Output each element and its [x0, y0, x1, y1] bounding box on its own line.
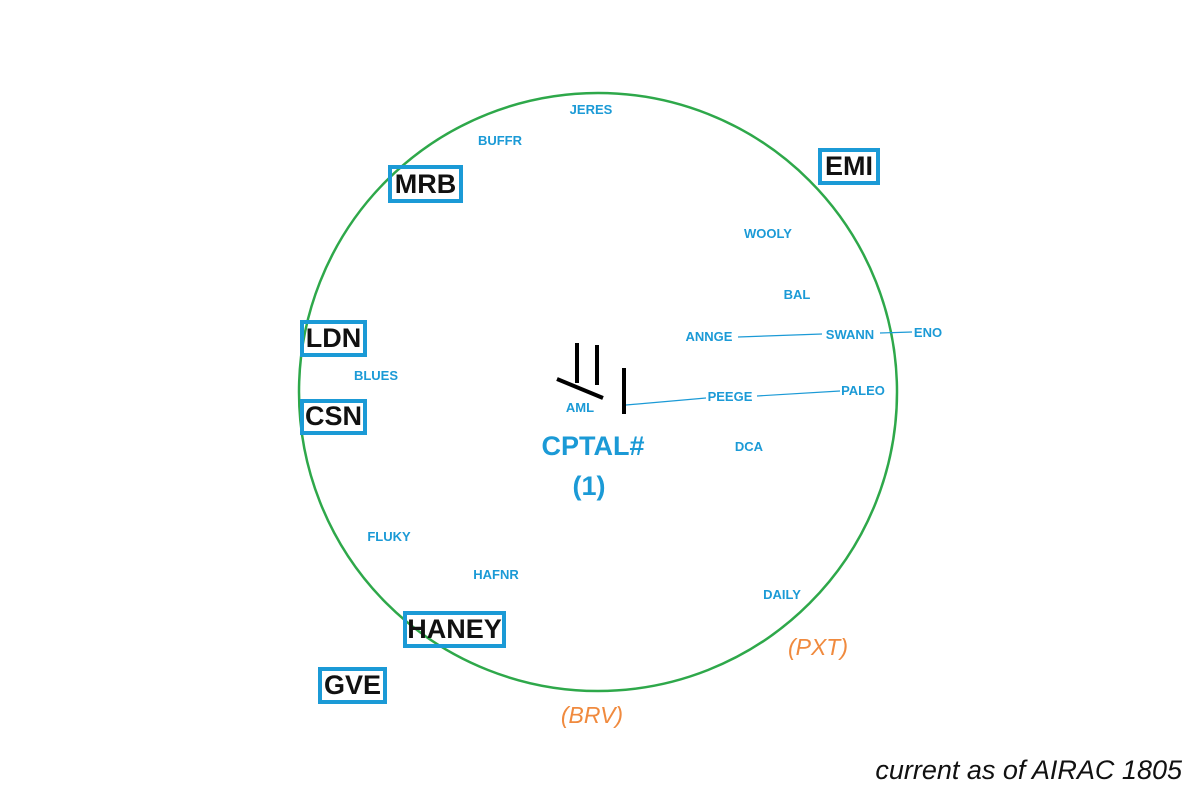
- route-annge-swann: [737, 333, 823, 338]
- route-peege-paleo: [756, 390, 841, 397]
- fix-jeres: JERES: [570, 102, 613, 117]
- navaid-box: [300, 399, 367, 435]
- navaid-label: EMI: [825, 151, 873, 181]
- fix-daily: DAILY: [763, 587, 801, 602]
- navaid-box: [318, 667, 387, 704]
- airport-label: AML: [566, 400, 594, 415]
- fix-buffr: BUFFR: [478, 133, 523, 148]
- navaid-haney: HANEY: [403, 611, 506, 648]
- navaid-mrb: MRB: [388, 165, 463, 203]
- fix-blues: BLUES: [354, 368, 398, 383]
- navaid-csn: CSN: [300, 399, 367, 435]
- navaid-box: [818, 148, 880, 185]
- outside-brv: (BRV): [561, 702, 623, 728]
- fix-bal: BAL: [784, 287, 811, 302]
- fix-swann: SWANN: [826, 327, 874, 342]
- fix-peege: PEEGE: [708, 389, 753, 404]
- airspace-ring: [297, 91, 899, 693]
- navaid-label: GVE: [324, 670, 381, 700]
- navaid-label: CSN: [305, 401, 362, 431]
- fix-wooly: WOOLY: [744, 226, 792, 241]
- fix-fluky: FLUKY: [367, 529, 411, 544]
- fix-dca: DCA: [735, 439, 764, 454]
- navaid-ldn: LDN: [300, 320, 367, 357]
- navaid-box: [403, 611, 506, 648]
- navaid-label: LDN: [306, 323, 362, 353]
- outside-layer: (PXT) (BRV): [561, 634, 848, 728]
- procedure-version: (1): [573, 471, 606, 501]
- airac-note: current as of AIRAC 1805: [875, 755, 1182, 785]
- navaid-label: MRB: [395, 169, 457, 199]
- fix-eno: ENO: [914, 325, 942, 340]
- route-airport-peege: [625, 397, 707, 406]
- procedure-name: CPTAL#: [541, 431, 644, 461]
- outside-pxt: (PXT): [788, 634, 848, 660]
- navaid-gve: GVE: [318, 667, 387, 704]
- navaid-layer: EMI MRB LDN CSN HANEY GVE: [300, 148, 880, 704]
- fix-paleo: PALEO: [841, 383, 885, 398]
- navaid-label: HANEY: [407, 614, 502, 644]
- navaid-box: [388, 165, 463, 203]
- navaid-box: [300, 320, 367, 357]
- navaid-emi: EMI: [818, 148, 880, 185]
- route-swann-eno: [879, 331, 913, 334]
- fix-layer: JERES BUFFR WOOLY BAL ANNGE SWANN ENO PEEGE PALE…: [354, 102, 942, 602]
- fix-hafnr: HAFNR: [473, 567, 519, 582]
- runway-icon: [556, 343, 626, 414]
- fix-annge: ANNGE: [686, 329, 733, 344]
